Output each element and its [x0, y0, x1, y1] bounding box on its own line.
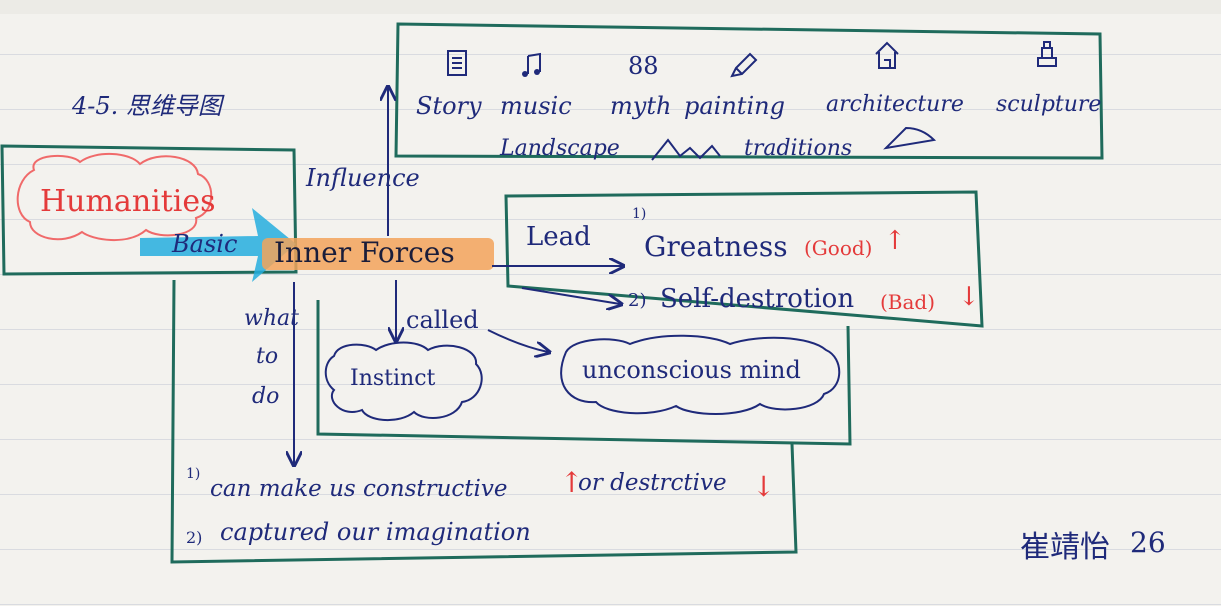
unconscious-cloud — [560, 334, 841, 415]
inner-forces-highlight — [262, 238, 494, 270]
house-icon — [875, 41, 899, 69]
humanities-cloud — [16, 152, 213, 242]
lead-item-2-number: 2) — [628, 290, 647, 311]
whatdo-item-2-number: 2) — [186, 528, 203, 547]
influence-item-architecture: architecture — [826, 92, 964, 117]
influence-edge-label: Influence — [306, 164, 420, 192]
music-note-icon — [522, 52, 541, 77]
influence-item-landscape: Landscape — [500, 136, 620, 161]
document-icon — [447, 50, 467, 76]
page-header: 4-5. 思维导图 — [72, 92, 222, 120]
whatdo-box — [170, 279, 798, 564]
whatdo-item-1-number: 1) — [186, 466, 201, 482]
called-arrow-right — [487, 329, 548, 352]
influence-item-traditions: traditions — [744, 136, 853, 161]
lead-arrow-2 — [521, 287, 620, 304]
statue-icon — [1037, 41, 1057, 67]
paper-top-edge — [0, 0, 1221, 14]
influence-box — [394, 22, 1104, 160]
called-edge-label: called — [406, 306, 479, 334]
whatdo-item-2-text: captured our imagination — [220, 518, 531, 546]
lead-item-1-number: 1) — [632, 206, 647, 222]
whatdo-edge-label-do: do — [252, 384, 280, 409]
whatdo-edge-label-what: what — [244, 306, 299, 331]
eight-eight-icon: 88 — [628, 52, 659, 80]
signature-name: 崔靖怡 — [1020, 530, 1110, 565]
basic-highlight — [140, 208, 296, 282]
lead-item-1-tag: (Good) — [804, 236, 873, 260]
lead-item-1-text: Greatness — [644, 230, 788, 263]
whatdo-item-1-up-arrow: ↑ — [560, 466, 584, 499]
humanities-label: Humanities — [40, 184, 216, 219]
mountain-squiggle — [651, 138, 721, 161]
whatdo-edge-label-to: to — [256, 344, 279, 369]
called-item-unconscious-mind: unconscious mind — [582, 356, 801, 384]
lead-item-1-arrow: ↑ — [884, 226, 906, 256]
lead-item-2-tag: (Bad) — [880, 290, 936, 314]
lead-box — [504, 190, 984, 328]
whatdo-item-1-text-2: or destrctive — [578, 470, 727, 496]
basic-edge-label: Basic — [172, 230, 238, 258]
influence-item-music: music — [500, 92, 572, 120]
lead-item-2-arrow: ↓ — [958, 282, 980, 312]
whatdo-item-1-text: can make us constructive — [210, 476, 508, 502]
called-item-instinct: Instinct — [350, 366, 436, 391]
whatdo-item-1-down-arrow: ↓ — [752, 470, 776, 503]
influence-item-sculpture: sculpture — [996, 92, 1102, 117]
influence-item-myth: myth — [610, 92, 672, 120]
fan-icon — [883, 126, 937, 150]
lead-item-2-text: Self-destrotion — [660, 284, 855, 314]
influence-item-painting: painting — [684, 92, 785, 120]
humanities-box — [0, 144, 298, 276]
influence-item-story: Story — [416, 92, 482, 120]
lead-edge-label: Lead — [526, 222, 591, 252]
instinct-cloud — [324, 341, 483, 421]
signature-number: 26 — [1130, 526, 1166, 559]
called-box — [316, 300, 852, 446]
pencil-icon — [730, 52, 758, 78]
central-node-inner-forces: Inner Forces — [274, 236, 455, 269]
